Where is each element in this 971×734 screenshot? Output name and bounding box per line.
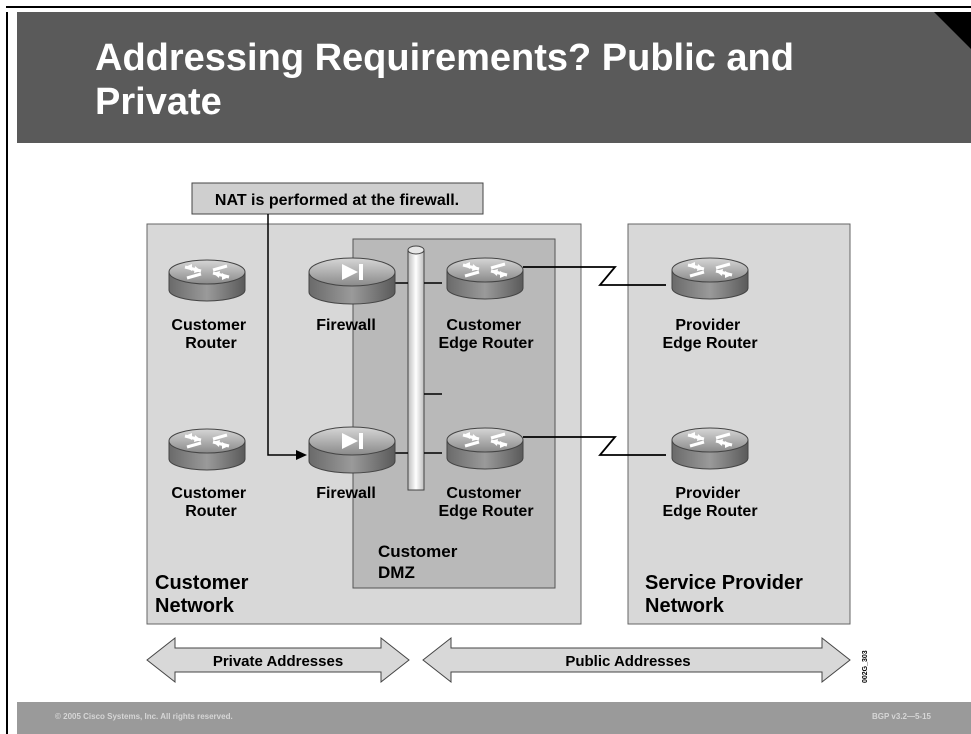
nat-callout-box — [191, 182, 484, 215]
wan-link-1 — [523, 266, 666, 286]
provider-edge-router-2-icon — [670, 426, 750, 471]
customer-edge-router-1-label: Customer Edge Router — [438, 317, 533, 352]
customer-router-1-icon — [167, 258, 247, 303]
slide-left-edge — [6, 12, 8, 734]
arrowhead-icon — [296, 450, 307, 460]
dmz-segment-top — [407, 245, 425, 255]
nat-callout-text: NAT is performed at the firewall. — [215, 192, 459, 209]
customer-network-label: Customer Network — [155, 572, 254, 617]
customer-edge-router-1-icon — [445, 256, 525, 301]
customer-edge-router-2-label: Customer Edge Router — [438, 485, 533, 520]
customer-router-1-label: Customer Router — [171, 317, 250, 352]
customer-router-2-label: Customer Router — [171, 485, 250, 520]
figure-id: 002G_303 — [862, 650, 869, 683]
provider-edge-router-1-icon — [670, 256, 750, 301]
firewall-1-icon — [308, 257, 396, 305]
footer-bar — [17, 702, 971, 734]
nat-callout-arrow — [267, 214, 298, 456]
footer-course-id: BGP v3.2—5-15 — [872, 712, 931, 721]
public-addresses-arrow — [422, 636, 851, 684]
firewall-2-label: Firewall — [316, 485, 376, 502]
title-bar — [17, 12, 971, 143]
footer-copyright: © 2005 Cisco Systems, Inc. All rights re… — [55, 712, 233, 721]
corner-fold-icon — [934, 12, 971, 49]
private-addresses-arrow — [146, 636, 410, 684]
provider-edge-router-2-label: Provider Edge Router — [662, 485, 757, 520]
slide-title: Addressing Requirements? Public and Priv… — [95, 37, 794, 123]
customer-dmz-label: Customer DMZ — [378, 542, 462, 582]
public-addresses-label: Public Addresses — [565, 653, 690, 670]
firewall-2-icon — [308, 426, 396, 474]
dmz-segment — [407, 249, 425, 491]
firewall-1-label: Firewall — [316, 317, 376, 334]
slide-top-edge — [6, 6, 971, 8]
provider-edge-router-1-label: Provider Edge Router — [662, 317, 757, 352]
service-provider-network-label: Service Provider Network — [645, 572, 808, 617]
customer-edge-router-2-icon — [445, 426, 525, 471]
private-addresses-label: Private Addresses — [213, 653, 343, 670]
customer-router-2-icon — [167, 427, 247, 472]
wan-link-2 — [523, 436, 666, 456]
